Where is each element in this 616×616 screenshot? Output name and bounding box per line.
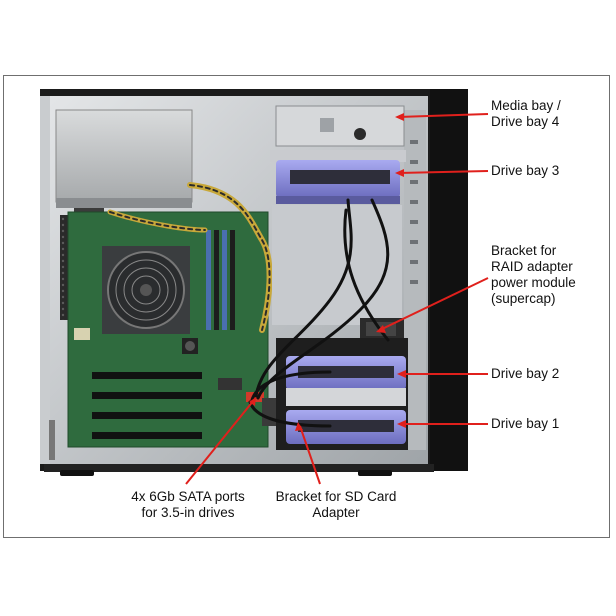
callout-arrowheads — [249, 113, 406, 431]
drive-bay-3-caddy — [270, 150, 406, 204]
label-drive-bay-2: Drive bay 2 — [491, 366, 560, 381]
power-cables — [107, 182, 273, 333]
inner-chassis-wall — [272, 205, 402, 325]
label-drive-bay-1: Drive bay 1 — [491, 416, 560, 431]
power-supply — [55, 109, 193, 222]
label-sd-bracket: Bracket for SD Card Adapter — [275, 489, 397, 520]
media-bay — [275, 105, 405, 147]
pcie-slots — [92, 372, 202, 439]
cage-vents — [410, 140, 418, 284]
label-media-bay: Media bay / Drive bay 4 — [491, 98, 561, 129]
label-sata-ports: 4x 6Gb SATA ports for 3.5-in drives — [131, 489, 245, 520]
sata-cables — [248, 198, 390, 428]
callout-sata-ports — [185, 399, 255, 485]
callout-sd-bracket — [299, 425, 321, 485]
label-raid-bracket: Bracket for RAID adapter power module (s… — [491, 243, 576, 306]
callout-drive-bay-3 — [397, 170, 489, 174]
label-drive-bay-3: Drive bay 3 — [491, 163, 560, 178]
callout-media-bay — [397, 113, 489, 118]
memory-slots — [206, 230, 235, 330]
callout-raid-bracket — [379, 277, 489, 331]
sd-card-bracket — [262, 398, 276, 426]
lower-drive-cage — [276, 338, 408, 450]
callout-lines — [185, 113, 489, 485]
motherboard — [67, 211, 269, 448]
